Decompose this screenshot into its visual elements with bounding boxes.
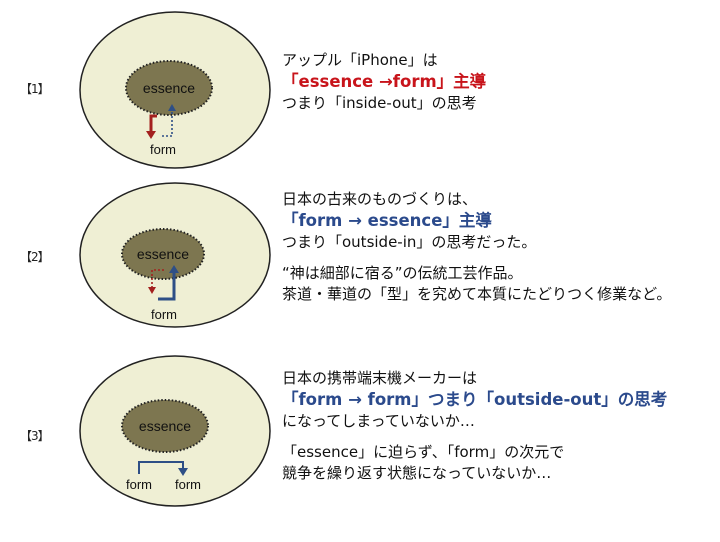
text-line: 競争を繰り返す状態になっていないか…	[282, 464, 552, 482]
text-line: “神は細部に宿る”の伝統工芸作品。	[282, 264, 523, 282]
text-line: 日本の携帯端末機メーカーは	[282, 369, 478, 387]
essence-core	[125, 60, 213, 116]
inside-out-diagram: essence form	[79, 11, 271, 169]
panel-number: 【1】	[20, 82, 50, 96]
blue-arrow	[138, 461, 184, 474]
panel-1: 【1】 essence form アップル「iPhone」は 「essence …	[0, 0, 720, 180]
panel-number: 【2】	[20, 250, 50, 264]
text-line: 日本の古来のものづくりは、	[282, 190, 478, 208]
text-line: になってしまっていないか…	[282, 412, 475, 430]
essence-label: essence	[143, 80, 195, 96]
red-dotted-arrow	[151, 269, 164, 288]
essence-core	[121, 228, 205, 280]
blue-dotted-arrow	[162, 110, 173, 137]
text-line: つまり「outside-in」の思考だった。	[282, 233, 537, 251]
form-label: form	[150, 142, 176, 157]
panel-2: 【2】 essence form 日本の古来のものづくりは、 「form → e…	[0, 175, 720, 345]
red-dotted-arrow-head	[148, 287, 156, 294]
text-line: 「essence」に迫らず、「form」の次元で	[282, 443, 565, 461]
outside-out-diagram: essence form form	[79, 355, 271, 507]
text-line: つまり「inside-out」の思考	[282, 94, 477, 112]
blue-arrow	[158, 272, 176, 301]
text-line-highlight: 「essence →form」主導	[282, 72, 487, 91]
panel-1-text: アップル「iPhone」は 「essence →form」主導 つまり「insi…	[282, 50, 712, 114]
highlight-form-form: 「form → form」つまり「outside-out」の思考	[282, 390, 668, 409]
form-label: form	[151, 307, 177, 322]
text-line-highlight: 「form → form」つまり「outside-out」の思考	[282, 389, 712, 411]
panel-2-text: 日本の古来のものづくりは、 「form → essence」主導 つまり「out…	[282, 189, 712, 305]
text-line-highlight: 「form → essence」主導	[282, 211, 492, 230]
essence-label: essence	[139, 418, 191, 434]
panel-3-text: 日本の携帯端末機メーカーは 「form → form」つまり「outside-o…	[282, 368, 712, 484]
blue-dotted-arrow-head	[168, 104, 176, 111]
form-label-left: form	[126, 477, 152, 492]
blue-arrow-head	[178, 468, 188, 476]
panel-3: 【3】 essence form form 日本の携帯端末機メーカーは 「for…	[0, 345, 720, 542]
essence-label: essence	[137, 246, 189, 262]
red-arrow-head	[146, 131, 156, 139]
essence-core	[121, 399, 209, 453]
blue-arrow-head	[169, 265, 179, 273]
form-label-right: form	[175, 477, 201, 492]
outside-in-diagram: essence form	[79, 182, 271, 328]
panel-number: 【3】	[20, 429, 50, 443]
text-line: アップル「iPhone」は	[282, 51, 438, 69]
red-arrow	[149, 114, 157, 132]
text-line: 茶道・華道の「型」を究めて本質にたどりつく修業など。	[282, 285, 672, 303]
